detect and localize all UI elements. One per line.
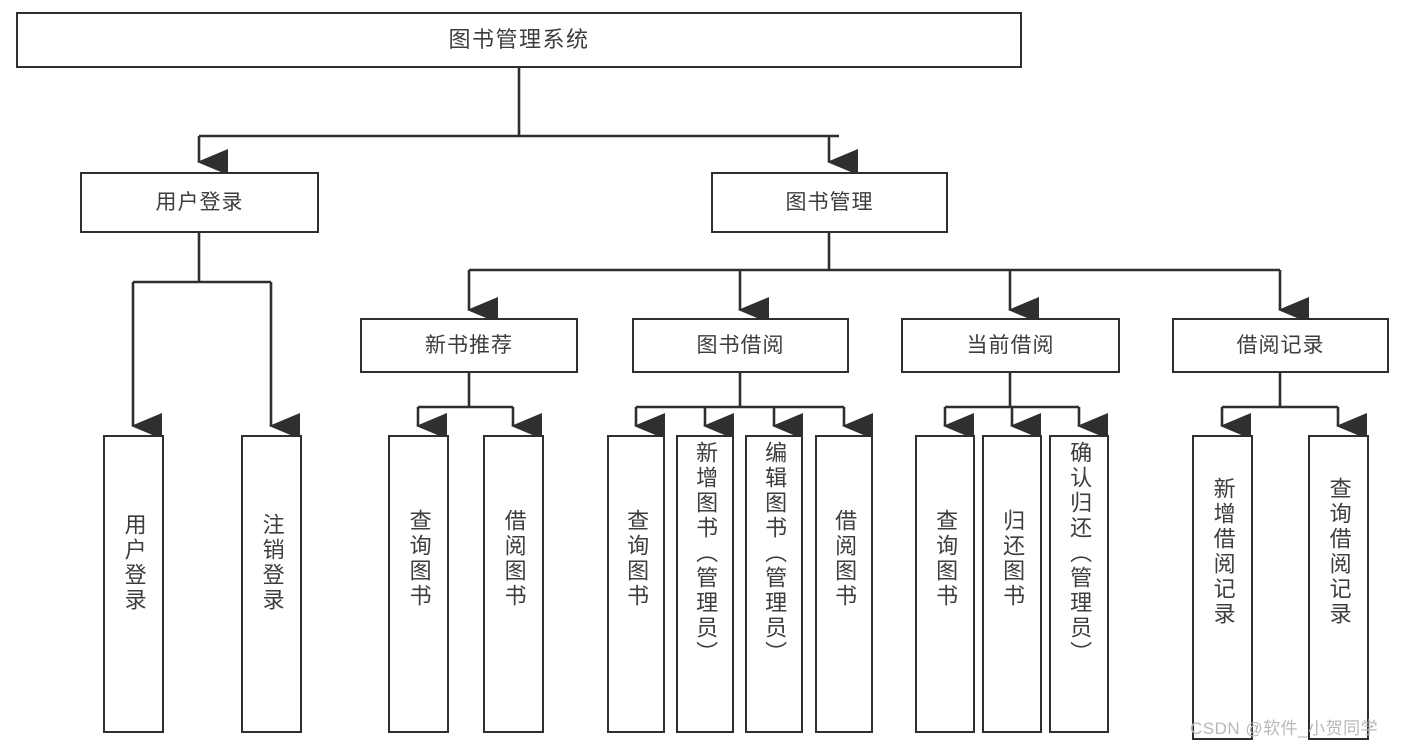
node-leaf-query-book-1-label: 查询图书 bbox=[406, 509, 432, 609]
node-leaf-borrow-book-2-label: 借阅图书 bbox=[832, 509, 858, 609]
node-user-login-label: 用户登录 bbox=[155, 190, 244, 214]
node-leaf-add-book-label: 新增图书（管理员） bbox=[693, 441, 719, 666]
node-new-book-recommend-label: 新书推荐 bbox=[425, 333, 513, 357]
node-current-borrow[interactable]: 当前借阅 bbox=[901, 318, 1120, 373]
node-root-label: 图书管理系统 bbox=[448, 26, 590, 52]
node-borrow-record[interactable]: 借阅记录 bbox=[1172, 318, 1389, 373]
node-book-manage[interactable]: 图书管理 bbox=[711, 172, 948, 233]
node-leaf-query-record-label: 查询借阅记录 bbox=[1326, 477, 1352, 627]
node-leaf-confirm-return-label: 确认归还（管理员） bbox=[1067, 441, 1093, 666]
node-leaf-logout-login-label: 注销登录 bbox=[259, 513, 285, 613]
node-root-system[interactable]: 图书管理系统 bbox=[16, 12, 1022, 68]
node-leaf-return-book-label: 归还图书 bbox=[1000, 509, 1026, 609]
node-leaf-query-book-1[interactable]: 查询图书 bbox=[388, 435, 449, 733]
node-leaf-add-book[interactable]: 新增图书（管理员） bbox=[676, 435, 734, 733]
node-book-borrow-label: 图书借阅 bbox=[696, 333, 785, 357]
node-leaf-return-book[interactable]: 归还图书 bbox=[982, 435, 1042, 733]
node-leaf-borrow-book-1[interactable]: 借阅图书 bbox=[483, 435, 544, 733]
node-book-manage-label: 图书管理 bbox=[785, 190, 874, 214]
node-leaf-query-book-3-label: 查询图书 bbox=[933, 509, 959, 609]
node-leaf-add-record-label: 新增借阅记录 bbox=[1210, 477, 1236, 627]
node-user-login[interactable]: 用户登录 bbox=[80, 172, 319, 233]
node-leaf-confirm-return[interactable]: 确认归还（管理员） bbox=[1049, 435, 1109, 733]
node-leaf-user-login-label: 用户登录 bbox=[121, 513, 147, 613]
node-borrow-record-label: 借阅记录 bbox=[1236, 333, 1325, 357]
node-leaf-query-book-2[interactable]: 查询图书 bbox=[607, 435, 665, 733]
node-current-borrow-label: 当前借阅 bbox=[966, 333, 1055, 357]
node-leaf-query-book-2-label: 查询图书 bbox=[624, 509, 650, 609]
csdn-watermark: CSDN @软件_小贺同学 bbox=[1190, 719, 1379, 738]
node-leaf-edit-book-label: 编辑图书（管理员） bbox=[762, 441, 788, 666]
node-leaf-user-login[interactable]: 用户登录 bbox=[103, 435, 164, 733]
node-leaf-edit-book[interactable]: 编辑图书（管理员） bbox=[745, 435, 803, 733]
node-new-book-recommend[interactable]: 新书推荐 bbox=[360, 318, 578, 373]
node-leaf-borrow-book-1-label: 借阅图书 bbox=[501, 509, 527, 609]
node-leaf-borrow-book-2[interactable]: 借阅图书 bbox=[815, 435, 873, 733]
node-leaf-add-record[interactable]: 新增借阅记录 bbox=[1192, 435, 1253, 740]
node-leaf-query-book-3[interactable]: 查询图书 bbox=[915, 435, 975, 733]
node-leaf-query-record[interactable]: 查询借阅记录 bbox=[1308, 435, 1369, 740]
node-book-borrow[interactable]: 图书借阅 bbox=[632, 318, 849, 373]
node-leaf-logout-login[interactable]: 注销登录 bbox=[241, 435, 302, 733]
